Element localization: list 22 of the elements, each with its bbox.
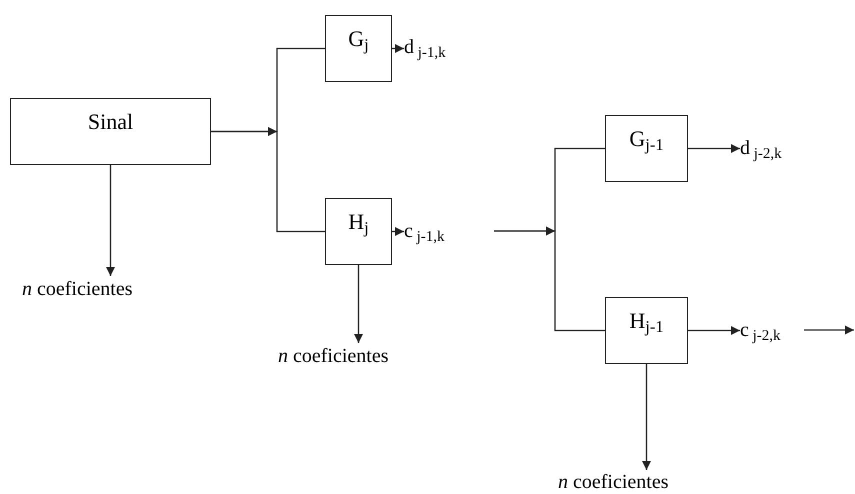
arrow: [642, 364, 651, 470]
arrow: [211, 127, 325, 232]
arrow: [494, 226, 605, 332]
arrow: [804, 326, 854, 334]
signal-label: d $_{j-2,k}$: [740, 135, 830, 161]
signal-label: n coeficientes: [558, 470, 708, 494]
filter-box: H$_{j-1}$: [605, 297, 688, 364]
arrow: [354, 265, 363, 343]
arrow: [688, 144, 740, 153]
filter-box: G$_{j}$: [325, 15, 392, 82]
filter-box: Sinal: [10, 98, 211, 165]
filter-box: H$_{j}$: [325, 198, 392, 265]
signal-label: c $_{j-2,k}$: [740, 317, 802, 343]
arrow: [106, 165, 115, 276]
signal-label: n coeficientes: [278, 343, 428, 369]
signal-label: c $_{j-1,k}$: [404, 218, 494, 244]
filter-box: G$_{j-1}$: [605, 115, 688, 182]
signal-label: n coeficientes: [22, 276, 172, 302]
signal-label: d $_{j-1,k}$: [404, 34, 484, 60]
arrow: [392, 227, 404, 236]
arrow: [392, 44, 404, 53]
arrow: [688, 326, 740, 335]
